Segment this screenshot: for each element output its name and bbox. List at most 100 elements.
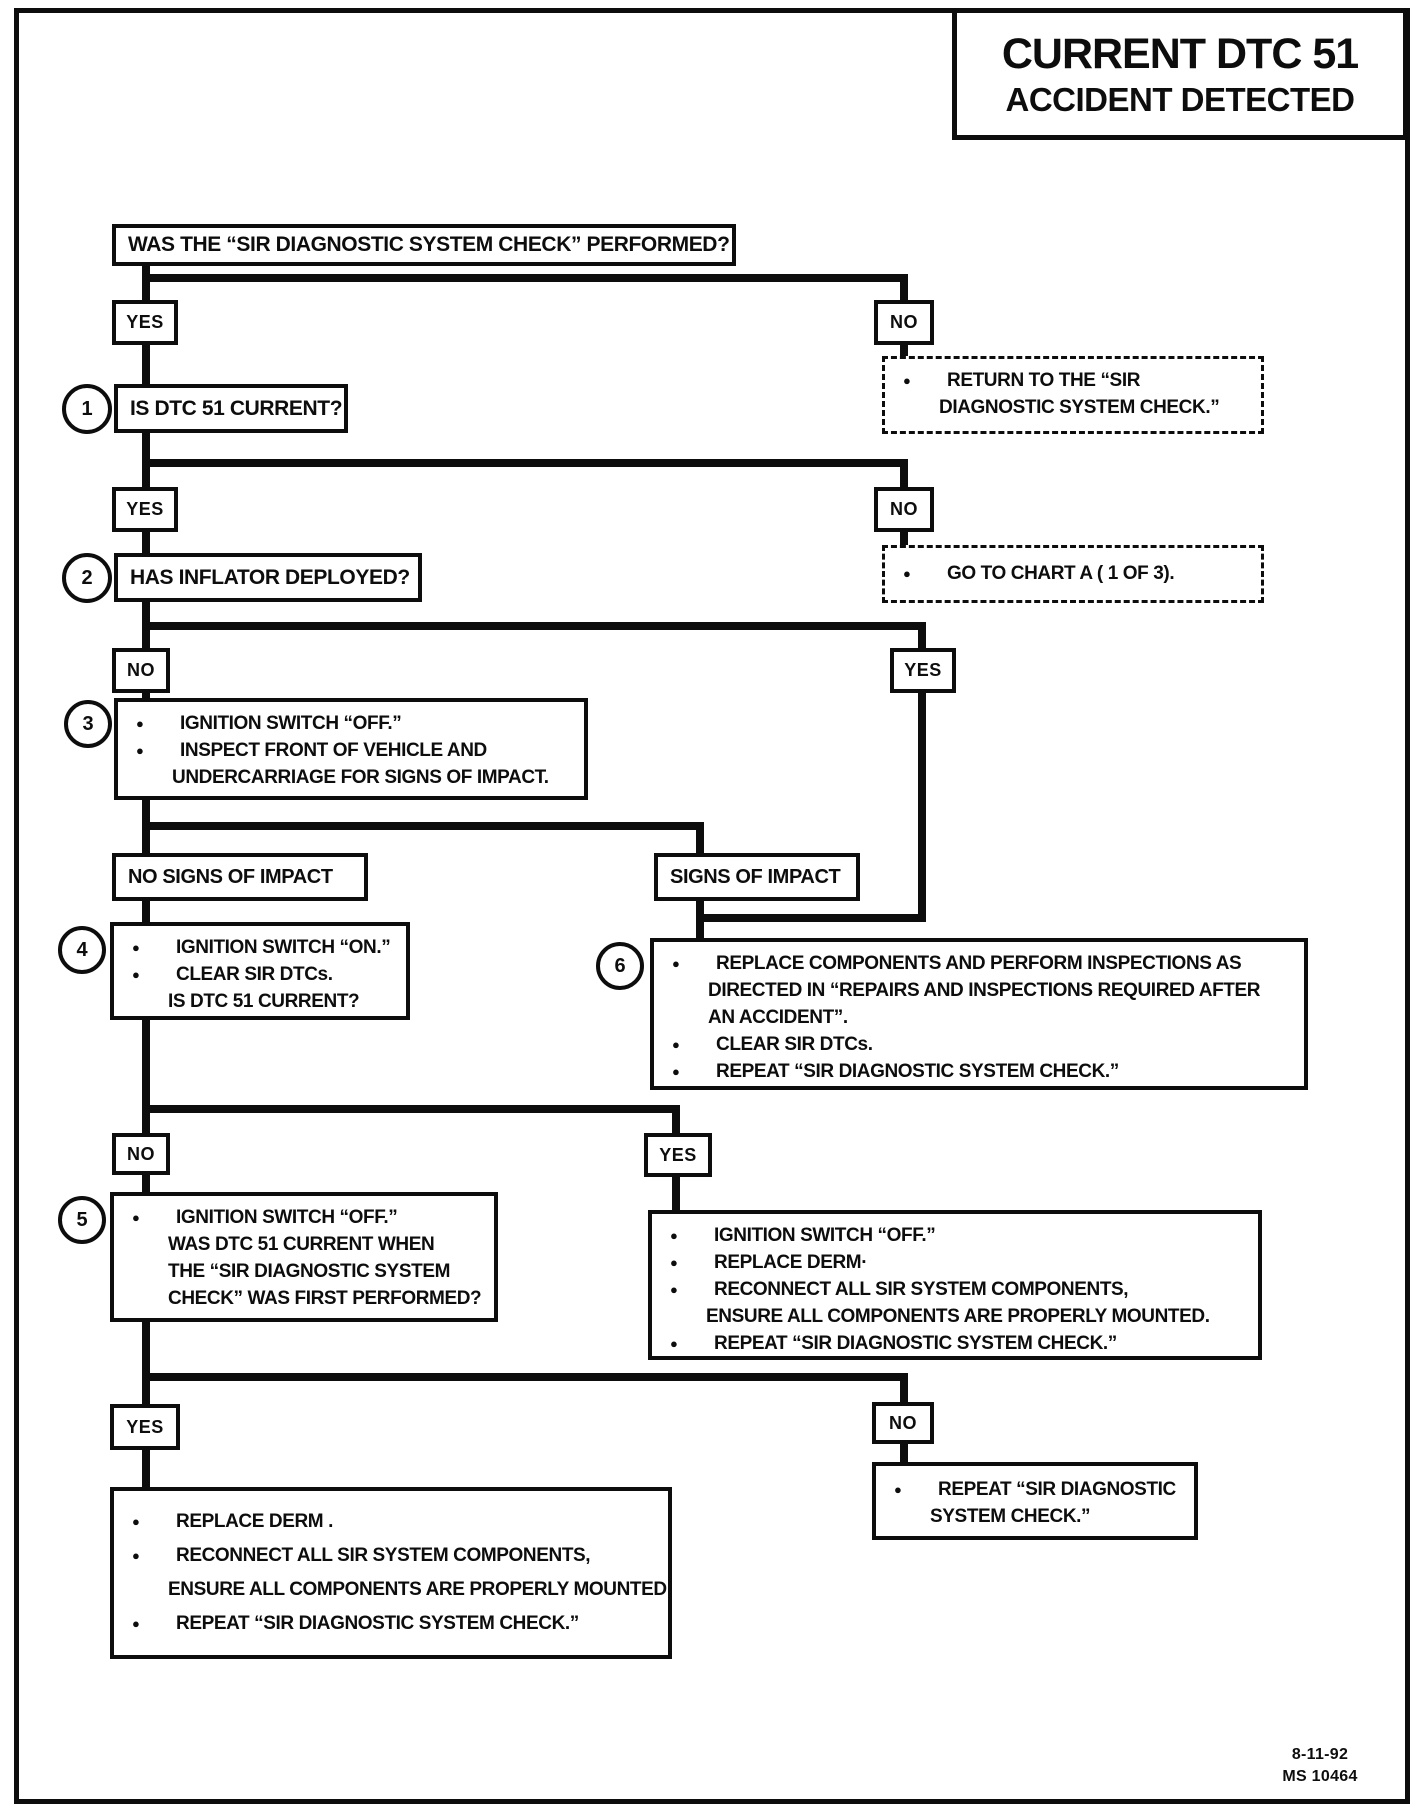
connector-line	[142, 1381, 150, 1404]
action-line: IGNITION SWITCH “OFF.”	[176, 1207, 398, 1228]
step-circle-4: 4	[58, 926, 106, 974]
action-line: REPEAT “SIR DIAGNOSTIC SYSTEM CHECK.”	[176, 1613, 579, 1634]
bullet-icon: ●	[903, 566, 911, 581]
step-circle-2: 2	[62, 553, 112, 603]
yes-label-5: YES	[110, 1404, 180, 1450]
action-line: SYSTEM CHECK.”	[930, 1506, 1091, 1527]
action-box-clear-dtcs: ● IGNITION SWITCH “ON.” ● CLEAR SIR DTCs…	[110, 922, 410, 1020]
no-label-1: NO	[874, 300, 934, 345]
no-label-5: NO	[872, 1402, 934, 1444]
step-circle-3: 3	[64, 700, 112, 748]
connector-line	[142, 433, 150, 459]
bullet-icon: ●	[672, 1037, 680, 1052]
connector-line	[142, 1373, 908, 1381]
question-box-inflator-deployed: HAS INFLATOR DEPLOYED?	[114, 553, 422, 602]
question-text: IS DTC 51 CURRENT?	[130, 396, 343, 420]
connector-line	[696, 914, 926, 922]
bullet-icon: ●	[670, 1336, 678, 1351]
bullet-icon: ●	[132, 1210, 140, 1225]
page-border	[14, 8, 1410, 1804]
action-line: IGNITION SWITCH “ON.”	[176, 937, 391, 958]
bullet-icon: ●	[670, 1228, 678, 1243]
action-line: CLEAR SIR DTCs.	[716, 1034, 873, 1055]
connector-line	[142, 532, 150, 553]
bullet-icon: ●	[670, 1255, 678, 1270]
question-box-first-performed: ● IGNITION SWITCH “OFF.” WAS DTC 51 CURR…	[110, 1192, 498, 1322]
action-line: REPLACE DERM·	[714, 1252, 868, 1273]
connector-line	[142, 830, 150, 853]
dashed-box-goto-chart-a: ● GO TO CHART A ( 1 OF 3).	[882, 545, 1264, 603]
action-line: RECONNECT ALL SIR SYSTEM COMPONENTS,	[714, 1279, 1129, 1300]
yes-label-2: YES	[112, 487, 178, 532]
action-line: REPEAT “SIR DIAGNOSTIC SYSTEM CHECK.”	[716, 1061, 1119, 1082]
bullet-icon: ●	[132, 1548, 140, 1563]
connector-line	[900, 1444, 908, 1462]
action-line: WAS DTC 51 CURRENT WHEN	[168, 1234, 435, 1255]
connector-line	[142, 1175, 150, 1192]
no-label-3: NO	[112, 648, 170, 693]
connector-line	[918, 630, 926, 648]
footer-doc-number: MS 10464	[1282, 1768, 1358, 1785]
connector-line	[900, 1381, 908, 1402]
action-line: UNDERCARRIAGE FOR SIGNS OF IMPACT.	[172, 767, 549, 788]
connector-line	[142, 1450, 150, 1487]
action-line: IS DTC 51 CURRENT?	[168, 991, 360, 1012]
connector-line	[900, 282, 908, 300]
bullet-icon: ●	[894, 1482, 902, 1497]
yes-label-3: YES	[890, 648, 956, 693]
connector-line	[142, 274, 908, 282]
action-line: DIRECTED IN “REPAIRS AND INSPECTIONS REQ…	[708, 980, 1261, 1001]
connector-line	[142, 1105, 680, 1113]
bullet-icon: ●	[132, 1616, 140, 1631]
action-line: CHECK” WAS FIRST PERFORMED?	[168, 1288, 482, 1309]
connector-line	[142, 1322, 150, 1373]
connector-line	[918, 693, 926, 922]
action-line: CLEAR SIR DTCs.	[176, 964, 333, 985]
no-label-4: NO	[112, 1133, 170, 1175]
action-box-repeat-check: ● REPEAT “SIR DIAGNOSTIC SYSTEM CHECK.”	[872, 1462, 1198, 1540]
action-line: REPEAT “SIR DIAGNOSTIC SYSTEM CHECK.”	[714, 1333, 1117, 1354]
question-box-check-performed: WAS THE “SIR DIAGNOSTIC SYSTEM CHECK” PE…	[112, 224, 736, 266]
question-text: WAS THE “SIR DIAGNOSTIC SYSTEM CHECK” PE…	[128, 233, 730, 256]
yes-label-1: YES	[112, 300, 178, 345]
step-circle-1: 1	[62, 384, 112, 434]
connector-line	[142, 264, 150, 278]
connector-line	[142, 602, 150, 622]
connector-line	[142, 693, 150, 698]
bullet-icon: ●	[136, 743, 144, 758]
bullet-icon: ●	[670, 1282, 678, 1297]
action-line: IGNITION SWITCH “OFF.”	[180, 713, 402, 734]
no-label-2: NO	[874, 487, 934, 532]
action-line: REPEAT “SIR DIAGNOSTIC	[938, 1479, 1176, 1500]
branch-label-signs-of-impact: SIGNS OF IMPACT	[654, 853, 860, 901]
bullet-icon: ●	[903, 373, 911, 388]
connector-line	[900, 532, 908, 545]
action-line: IGNITION SWITCH “OFF.”	[714, 1225, 936, 1246]
connector-line	[696, 830, 704, 853]
bullet-icon: ●	[672, 1064, 680, 1079]
action-box-replace-derm-yes: ● IGNITION SWITCH “OFF.” ● REPLACE DERM·…	[648, 1210, 1262, 1360]
bullet-icon: ●	[132, 967, 140, 982]
bullet-icon: ●	[136, 716, 144, 731]
action-line: ENSURE ALL COMPONENTS ARE PROPERLY MOUNT…	[706, 1306, 1210, 1327]
action-line: AN ACCIDENT”.	[708, 1007, 848, 1028]
action-line: ENSURE ALL COMPONENTS ARE PROPERLY MOUNT…	[168, 1579, 672, 1600]
connector-line	[672, 1177, 680, 1210]
footer-date: 8-11-92	[1291, 1746, 1349, 1763]
bullet-icon: ●	[132, 1514, 140, 1529]
action-line: GO TO CHART A ( 1 OF 3).	[947, 563, 1175, 584]
dashed-box-return-to-check: ● RETURN TO THE “SIR DIAGNOSTIC SYSTEM C…	[882, 356, 1264, 434]
connector-line	[142, 822, 704, 830]
action-line: RECONNECT ALL SIR SYSTEM COMPONENTS,	[176, 1545, 591, 1566]
connector-line	[142, 1020, 150, 1105]
footer-stamp: 8-11-92 MS 10464	[1245, 1744, 1395, 1788]
branch-label-no-signs-of-impact: NO SIGNS OF IMPACT	[112, 853, 368, 901]
bullet-icon: ●	[672, 956, 680, 971]
connector-line	[142, 901, 150, 922]
chart-title: CURRENT DTC 51	[1001, 30, 1359, 78]
action-line: RETURN TO THE “SIR	[947, 370, 1141, 391]
connector-line	[142, 1113, 150, 1133]
connector-line	[672, 1113, 680, 1133]
title-box: CURRENT DTC 51 ACCIDENT DETECTED	[952, 8, 1408, 140]
connector-line	[142, 459, 908, 467]
